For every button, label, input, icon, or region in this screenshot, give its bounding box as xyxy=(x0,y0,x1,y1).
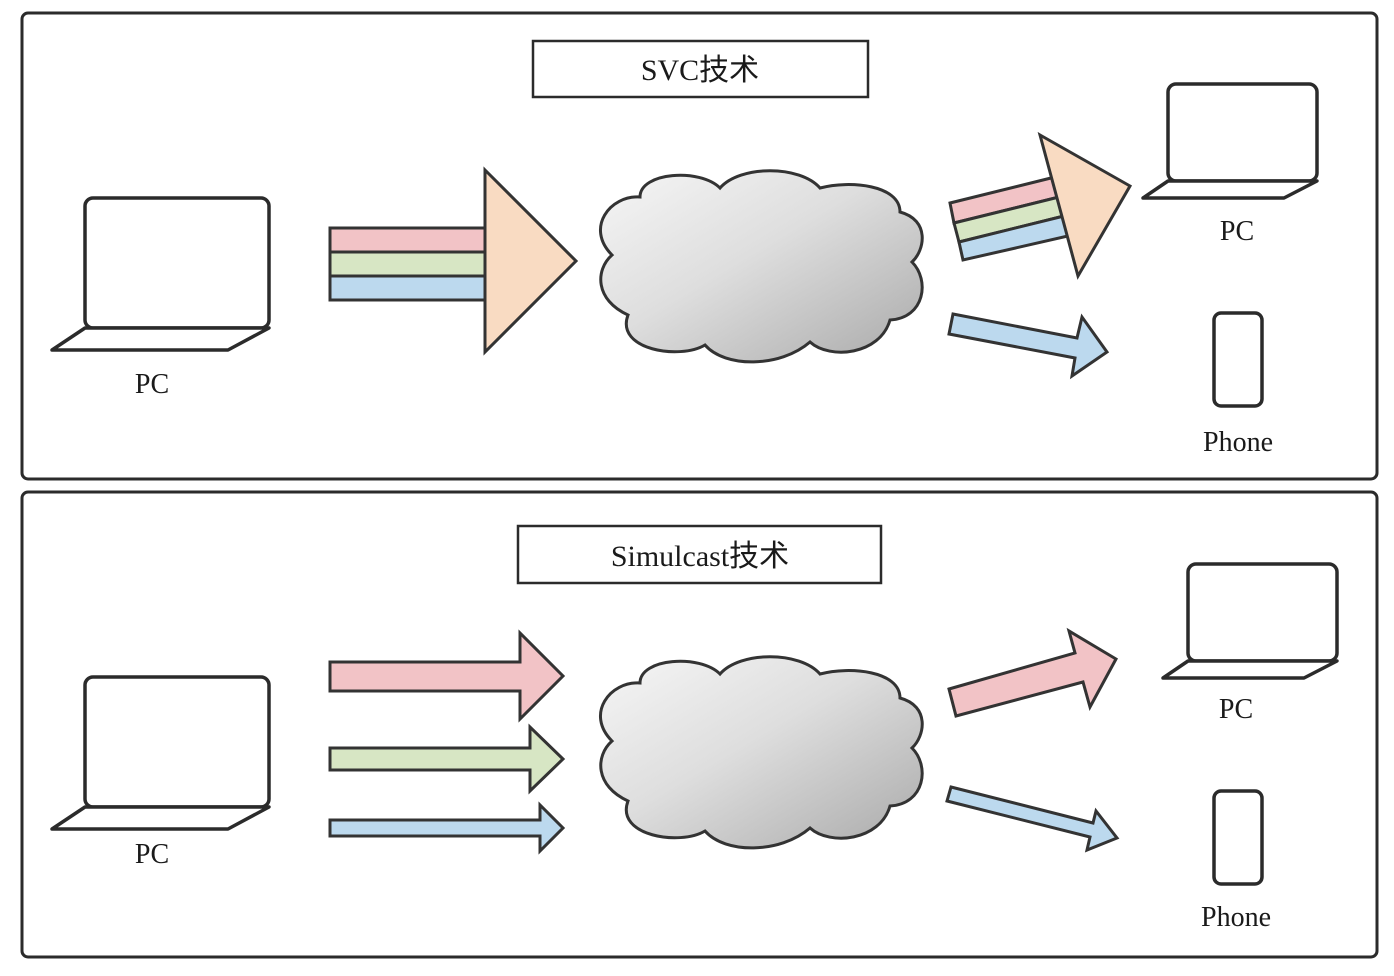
simulcast-receiver-pc-label: PC xyxy=(1219,694,1253,725)
svc-phone-icon xyxy=(1212,311,1264,408)
simulcast-stream-medium-arrow xyxy=(328,723,566,795)
simulcast-title-box: Simulcast技术 xyxy=(516,524,883,585)
simulcast-stream-low-arrow xyxy=(328,801,566,855)
simulcast-stream-high-arrow xyxy=(328,629,566,723)
svc-out-triangle xyxy=(1037,131,1133,280)
simulcast-panel: Simulcast技术 PC PC Phone xyxy=(20,490,1379,959)
simulcast-title: Simulcast技术 xyxy=(611,540,789,573)
svc-layered-stream xyxy=(328,166,579,356)
svc-title: SVC技术 xyxy=(641,54,759,87)
svc-output-phone-arrow xyxy=(947,312,1110,380)
svc-cloud-icon xyxy=(599,169,924,364)
svc-layer-high xyxy=(328,226,492,254)
svc-receiver-phone-label: Phone xyxy=(1203,427,1273,458)
simulcast-receiver-phone-label: Phone xyxy=(1201,902,1271,933)
svc-panel-frame xyxy=(20,11,1379,481)
simulcast-output-phone-arrow xyxy=(945,785,1120,853)
simulcast-sender-laptop-icon xyxy=(50,675,271,831)
svc-layer-low xyxy=(328,274,492,302)
svc-encoder-triangle xyxy=(483,166,579,356)
svc-sender-laptop-icon xyxy=(50,196,271,352)
simulcast-cloud-icon xyxy=(599,655,924,850)
svc-output-pc-stream xyxy=(948,131,1133,280)
simulcast-sender-label: PC xyxy=(135,839,169,870)
svc-title-frame xyxy=(531,39,870,99)
svc-layer-medium xyxy=(328,250,492,278)
svc-panel: SVC技术 PC PC xyxy=(20,11,1379,481)
simulcast-panel-frame xyxy=(20,490,1379,959)
svc-receiver-pc-label: PC xyxy=(1220,216,1254,247)
simulcast-output-pc-arrow xyxy=(947,627,1119,718)
simulcast-title-frame xyxy=(516,524,883,585)
svc-sender-label: PC xyxy=(135,369,169,400)
svc-receiver-laptop-icon xyxy=(1141,82,1319,200)
svc-title-box: SVC技术 xyxy=(531,39,870,99)
simulcast-receiver-laptop-icon xyxy=(1161,562,1339,680)
simulcast-phone-icon xyxy=(1212,789,1264,886)
